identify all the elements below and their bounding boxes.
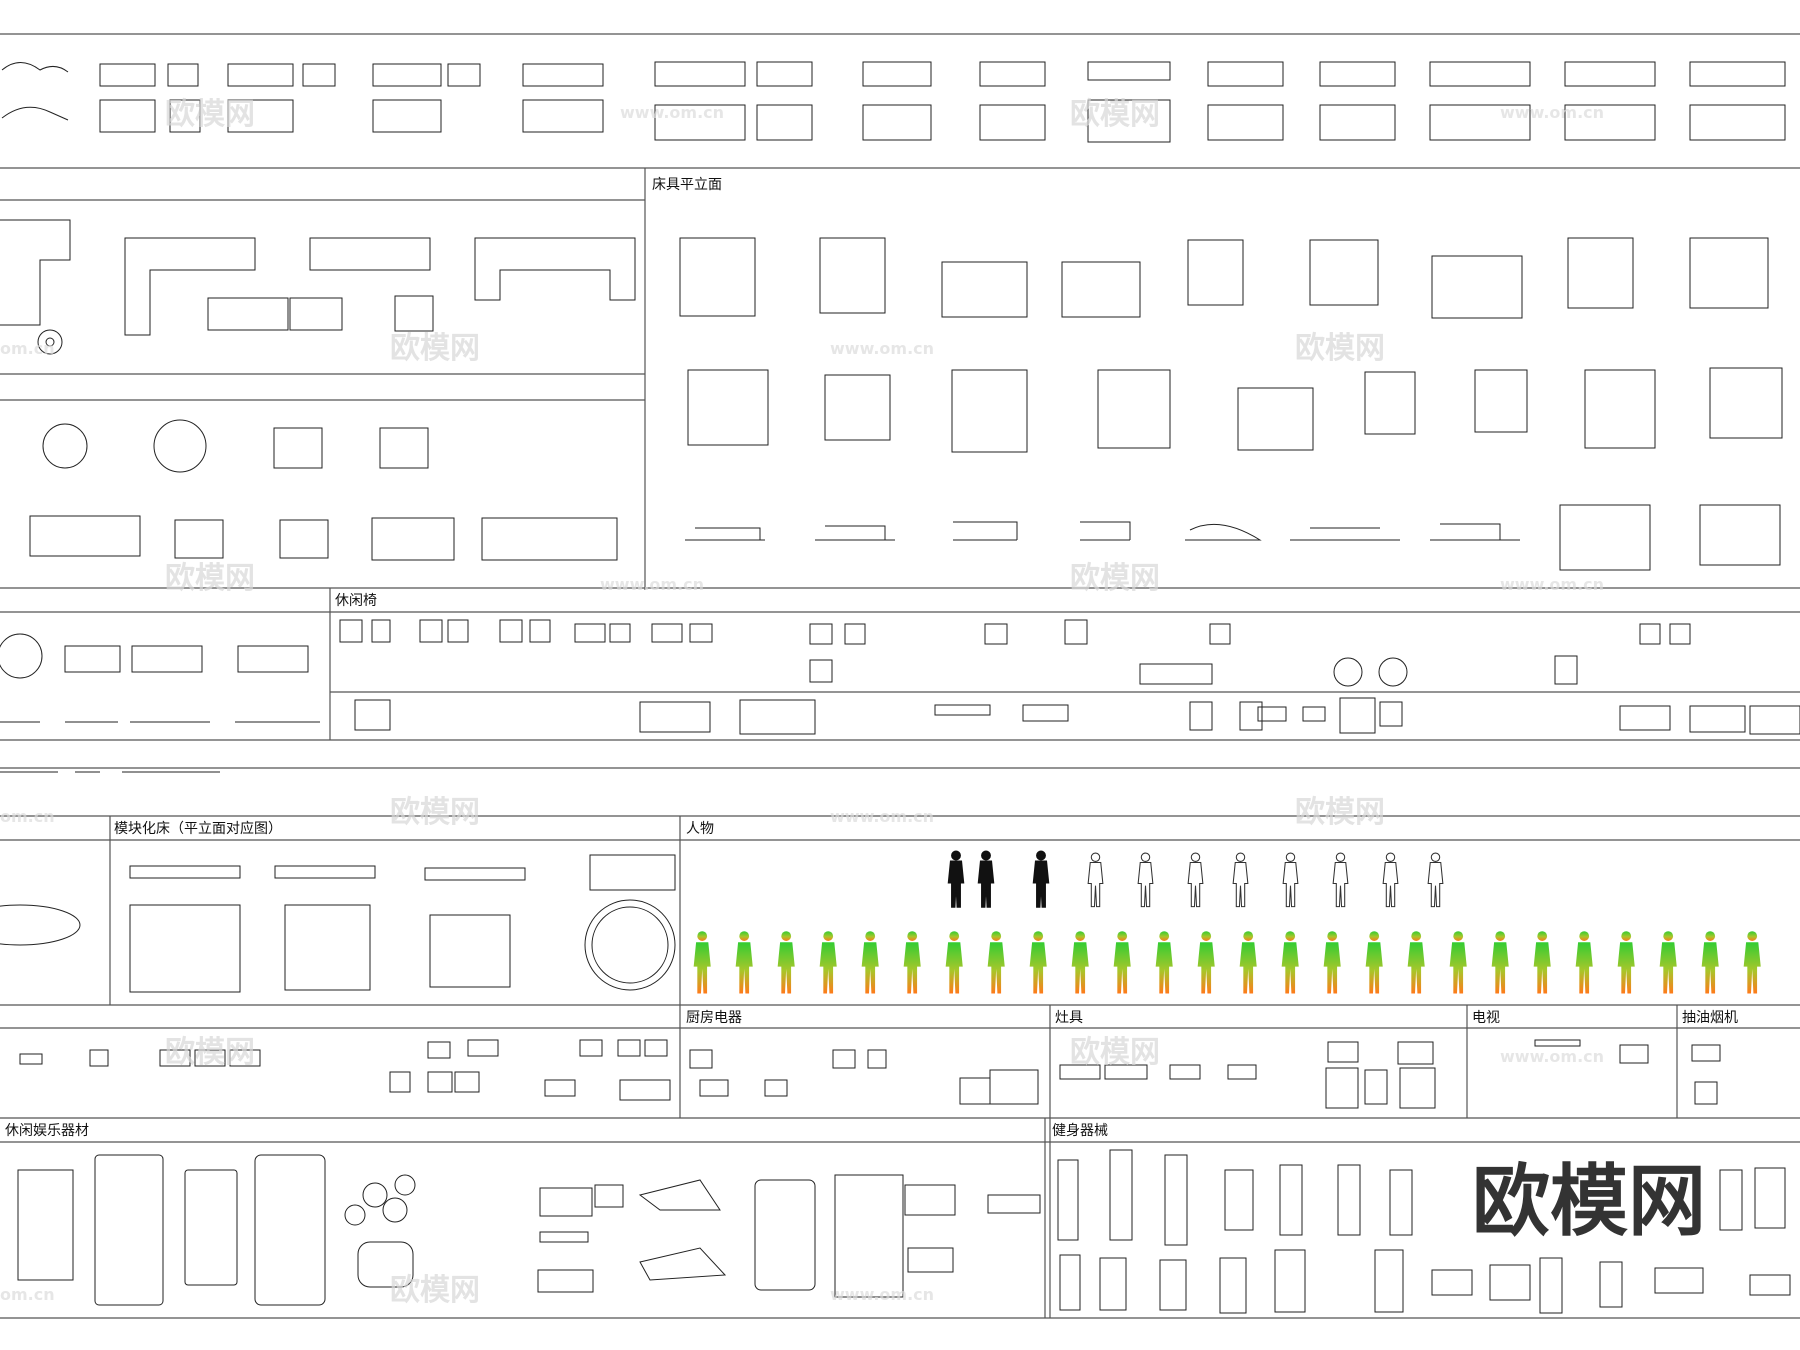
watermark-url-2: www.om.cn bbox=[830, 339, 934, 358]
watermark-logo-8: 欧模网 bbox=[1295, 331, 1385, 366]
side-tables-chairs bbox=[0, 633, 320, 773]
gradient-person-25 bbox=[1701, 931, 1719, 994]
watermarks: 欧模网 欧模网 欧模网 欧模网 欧模网 欧模网 欧模网 欧模网 欧模网 欧模网 … bbox=[0, 97, 1706, 1308]
label-range-hood: 抽油烟机 bbox=[1682, 1010, 1738, 1026]
outline-person-3 bbox=[1187, 852, 1204, 908]
watermark-logo-10: 欧模网 bbox=[1295, 795, 1385, 830]
watermark-logo-1: 欧模网 bbox=[165, 97, 255, 132]
label-bed-elevation: 床具平立面 bbox=[652, 177, 722, 193]
outline-person-1 bbox=[1087, 852, 1104, 908]
gradient-person-19 bbox=[1449, 931, 1467, 994]
gradient-person-5 bbox=[861, 931, 879, 994]
watermark-url-7: www.om.cn bbox=[1500, 575, 1604, 594]
kitchen-appliances bbox=[19, 1039, 1721, 1109]
watermark-url-3: www.om.cn bbox=[600, 575, 704, 594]
label-tv: 电视 bbox=[1472, 1010, 1500, 1026]
watermark-logo-9: 欧模网 bbox=[1070, 561, 1160, 596]
outline-person-7 bbox=[1382, 852, 1399, 908]
outline-person-4 bbox=[1232, 852, 1249, 908]
sectional-sofas bbox=[0, 219, 636, 355]
gradient-person-17 bbox=[1365, 931, 1383, 994]
label-stove: 灶具 bbox=[1055, 1010, 1083, 1026]
watermark-logo-7: 欧模网 bbox=[1070, 97, 1160, 132]
watermark-url-5: www.om.cn bbox=[830, 1285, 934, 1304]
section-labels: 床具平立面 休闲椅 模块化床（平立面对应图） 人物 厨房电器 灶具 电视 抽油烟… bbox=[5, 177, 1738, 1139]
people-outline-silhouettes bbox=[1087, 852, 1444, 908]
bed-plans bbox=[679, 237, 1783, 571]
gradient-person-4 bbox=[819, 931, 837, 994]
gradient-person-11 bbox=[1113, 931, 1131, 994]
watermark-logo-11: 欧模网 bbox=[1070, 1035, 1160, 1070]
label-people: 人物 bbox=[686, 821, 714, 837]
frame-lines bbox=[0, 33, 1800, 1319]
outline-person-6 bbox=[1332, 852, 1349, 908]
gradient-person-14 bbox=[1239, 931, 1257, 994]
black-person-1 bbox=[947, 850, 965, 908]
gradient-person-12 bbox=[1155, 931, 1173, 994]
gradient-person-16 bbox=[1323, 931, 1341, 994]
watermark-logo-6: 欧模网 bbox=[390, 1273, 480, 1308]
dining-tables bbox=[29, 419, 618, 561]
watermark-logo-3: 欧模网 bbox=[165, 561, 255, 596]
gradient-person-20 bbox=[1491, 931, 1509, 994]
people-black-silhouettes bbox=[947, 850, 1050, 908]
watermark-url-4: www.om.cn bbox=[830, 807, 934, 826]
outline-person-2 bbox=[1137, 852, 1154, 908]
watermark-url-6: www.om.cn bbox=[1500, 103, 1604, 122]
black-person-3 bbox=[1032, 850, 1050, 908]
fitness-equipment bbox=[1057, 1149, 1791, 1314]
gradient-person-3 bbox=[777, 931, 795, 994]
gradient-person-9 bbox=[1029, 931, 1047, 994]
modular-beds bbox=[0, 854, 676, 993]
lounge-chairs bbox=[339, 619, 1800, 735]
watermark-logo-2: 欧模网 bbox=[390, 331, 480, 366]
watermark-url-8: www.om.cn bbox=[1500, 1047, 1604, 1066]
outline-person-8 bbox=[1427, 852, 1444, 908]
label-modular-bed: 模块化床（平立面对应图） bbox=[114, 820, 282, 837]
label-lounge-chair: 休闲椅 bbox=[335, 593, 377, 609]
gradient-person-13 bbox=[1197, 931, 1215, 994]
watermark-url-short-1: om.cn bbox=[0, 339, 55, 358]
gradient-person-23 bbox=[1617, 931, 1635, 994]
people-gradient-silhouettes bbox=[693, 931, 1761, 994]
gradient-person-2 bbox=[735, 931, 753, 994]
leisure-equipment bbox=[17, 1154, 1041, 1306]
gradient-person-8 bbox=[987, 931, 1005, 994]
label-leisure-equipment: 休闲娱乐器材 bbox=[5, 1123, 89, 1139]
site-logo-watermark: 欧模网 bbox=[1472, 1157, 1706, 1247]
gradient-person-26 bbox=[1743, 931, 1761, 994]
sofa-plans bbox=[1, 61, 1786, 143]
watermark-logo-4: 欧模网 bbox=[390, 795, 480, 830]
black-person-2 bbox=[977, 850, 995, 908]
gradient-person-10 bbox=[1071, 931, 1089, 994]
gradient-person-1 bbox=[693, 931, 711, 994]
label-kitchen-appliance: 厨房电器 bbox=[686, 1010, 742, 1026]
gradient-person-18 bbox=[1407, 931, 1425, 994]
watermark-url-short-3: om.cn bbox=[0, 1285, 55, 1304]
gradient-person-24 bbox=[1659, 931, 1677, 994]
label-fitness-equipment: 健身器械 bbox=[1052, 1123, 1108, 1139]
gradient-person-6 bbox=[903, 931, 921, 994]
outline-person-5 bbox=[1282, 852, 1299, 908]
gradient-person-15 bbox=[1281, 931, 1299, 994]
watermark-url-short-2: om.cn bbox=[0, 807, 55, 826]
watermark-url-1: www.om.cn bbox=[620, 103, 724, 122]
gradient-person-21 bbox=[1533, 931, 1551, 994]
gradient-person-7 bbox=[945, 931, 963, 994]
gradient-person-22 bbox=[1575, 931, 1593, 994]
bed-elevations bbox=[685, 521, 1520, 541]
watermark-logo-5: 欧模网 bbox=[165, 1035, 255, 1070]
